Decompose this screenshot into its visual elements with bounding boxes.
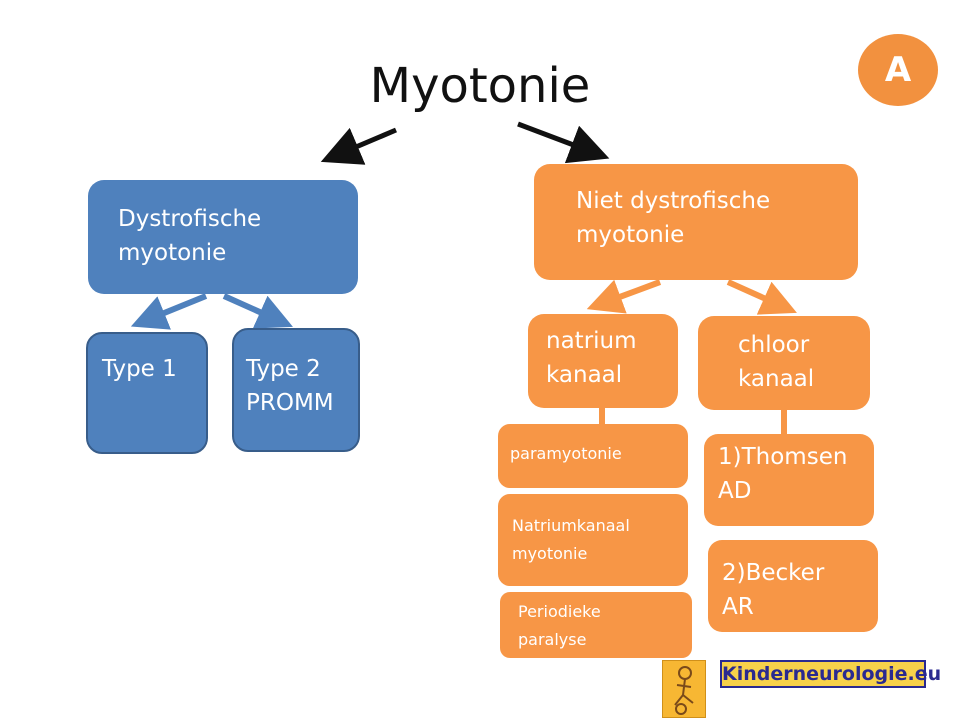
diagram-title: Myotonie <box>369 58 591 114</box>
box-niet-dystrofische-myotonie: Niet dystrofische myotonie <box>534 164 858 280</box>
box-line: AD <box>718 478 752 504</box>
box-natriumkanaal-myotonie: Natriumkanaal myotonie <box>498 494 688 586</box>
box-line: Type 2 <box>246 356 321 382</box>
box-thomsen: 1)Thomsen AD <box>704 434 874 526</box>
box-periodieke-paralyse: Periodieke paralyse <box>500 592 692 658</box>
box-chloor-kanaal: chloor kanaal <box>698 316 870 410</box>
box-type2: Type 2 PROMM <box>232 328 360 452</box>
arrow-to-dystrofisch <box>320 127 397 165</box>
box-line: myotonie <box>576 222 685 248</box>
box-line: myotonie <box>118 240 227 266</box>
arrow-to-natrium <box>586 279 662 314</box>
box-line: paralyse <box>518 630 587 649</box>
site-logo-text[interactable]: Kinderneurologie.eu <box>720 660 941 688</box>
box-becker: 2)Becker AR <box>708 540 878 632</box>
badge-a: A <box>858 34 938 106</box>
arrow-to-niet-dystrofisch <box>517 121 610 164</box>
arrow-to-chloor <box>726 279 797 315</box>
arrow-to-type1 <box>130 293 208 330</box>
box-line: paramyotonie <box>510 444 622 463</box>
box-paramyotonie: paramyotonie <box>498 424 688 488</box>
box-line: PROMM <box>246 390 334 416</box>
box-line: Dystrofische <box>118 206 262 232</box>
box-type1: Type 1 <box>86 332 208 454</box>
arrow-to-type2 <box>222 293 293 329</box>
box-line: 1)Thomsen <box>718 444 848 470</box>
box-natrium-kanaal: natrium kanaal <box>528 314 678 408</box>
box-line: Natriumkanaal <box>512 516 630 535</box>
box-line: AR <box>722 594 754 620</box>
box-line: kanaal <box>546 362 623 388</box>
box-line: Periodieke <box>518 602 601 621</box>
box-line: natrium <box>546 328 637 354</box>
box-line: kanaal <box>738 366 815 392</box>
logo-figure-icon <box>662 660 706 718</box>
box-line: Type 1 <box>102 356 177 382</box>
box-line: 2)Becker <box>722 560 825 586</box>
box-dystrofische-myotonie: Dystrofische myotonie <box>88 180 358 294</box>
box-line: chloor <box>738 332 810 358</box>
box-line: Niet dystrofische <box>576 188 771 214</box>
box-line: myotonie <box>512 544 588 563</box>
